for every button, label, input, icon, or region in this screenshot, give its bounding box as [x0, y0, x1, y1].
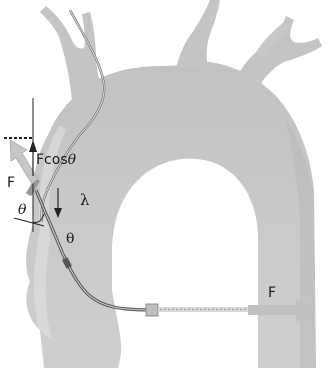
label-lambda: λ	[80, 191, 90, 209]
label-force-cos-prefix: Fcos	[36, 152, 68, 168]
label-theta-lower: θ	[66, 231, 74, 247]
aorta-silhouette	[26, 62, 316, 368]
branch-vessel-middle	[176, 0, 220, 68]
label-theta-upper: θ	[18, 202, 27, 218]
label-force-right: F	[268, 285, 276, 301]
sheath-hub	[158, 307, 248, 312]
label-force-left: F	[7, 175, 15, 191]
label-force-cos-theta: θ	[68, 152, 77, 168]
introducer-sheath	[146, 304, 158, 316]
label-force-cos: Fcosθ	[36, 152, 77, 168]
cos-component-arrow-head	[29, 140, 37, 152]
